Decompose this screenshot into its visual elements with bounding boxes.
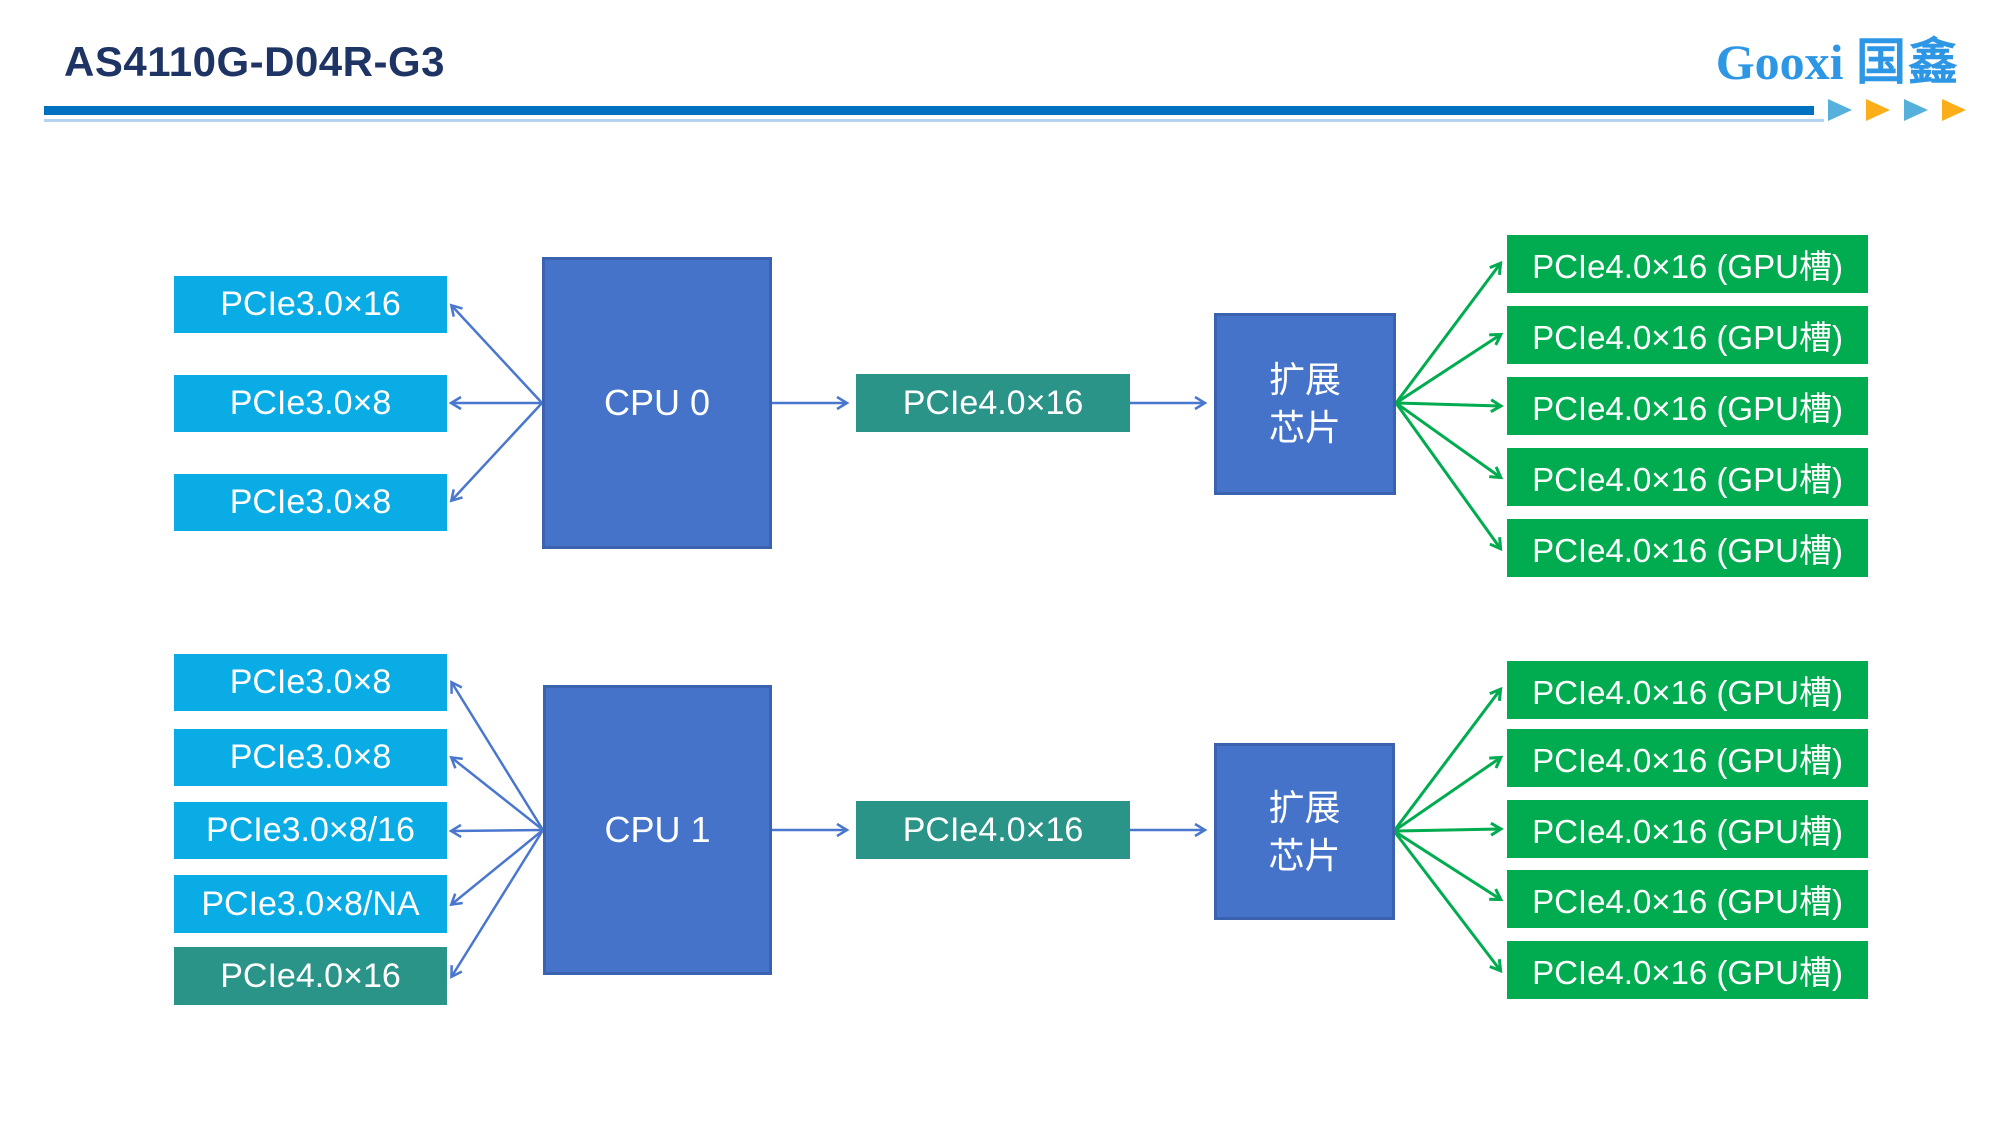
pcie-slot: PCIe4.0×16: [174, 947, 447, 1005]
pcie-slot: PCIe3.0×8/NA: [174, 875, 447, 933]
triangle-icon: [1942, 99, 1966, 121]
gpu-slot: PCIe4.0×16 (GPU槽): [1507, 941, 1868, 999]
pcie-slot: PCIe3.0×8/16: [174, 802, 447, 859]
pcie-slot: PCIe3.0×16: [174, 276, 447, 333]
expansion-chip-block: 扩展 芯片: [1214, 743, 1395, 920]
expansion-chip-line1: 扩展: [1268, 359, 1341, 401]
expansion-chip-line2: 芯片: [1268, 834, 1341, 876]
uplink-pcie4: PCIe4.0×16: [856, 801, 1130, 859]
gpu-slot: PCIe4.0×16 (GPU槽): [1507, 729, 1868, 787]
page-title: AS4110G-D04R-G3: [64, 38, 446, 85]
header-divider-bar: [44, 106, 1814, 115]
gpu-slot: PCIe4.0×16 (GPU槽): [1507, 377, 1868, 435]
gooxi-logo: Gooxi 国鑫: [1640, 22, 1960, 94]
gpu-slot: PCIe4.0×16 (GPU槽): [1507, 306, 1868, 364]
triangle-icon: [1904, 99, 1928, 121]
gpu-slot: PCIe4.0×16 (GPU槽): [1507, 235, 1868, 293]
gpu-slot: PCIe4.0×16 (GPU槽): [1507, 800, 1868, 858]
gooxi-logo-name: Gooxi: [1715, 34, 1844, 90]
gooxi-logo-cjk: 国鑫: [1856, 34, 1960, 90]
gpu-slot: PCIe4.0×16 (GPU槽): [1507, 519, 1868, 577]
pcie-slot: PCIe3.0×8: [174, 729, 447, 786]
uplink-pcie4: PCIe4.0×16: [856, 374, 1130, 432]
expansion-chip-block: 扩展 芯片: [1214, 313, 1396, 495]
pcie-slot: PCIe3.0×8: [174, 375, 447, 432]
gpu-slot: PCIe4.0×16 (GPU槽): [1507, 870, 1868, 928]
triangle-icon: [1866, 99, 1890, 121]
pcie-slot: PCIe3.0×8: [174, 474, 447, 531]
logo-arrow-row: [1828, 99, 1966, 121]
header-divider-line: [44, 119, 1824, 122]
gpu-slot: PCIe4.0×16 (GPU槽): [1507, 448, 1868, 506]
expansion-chip-line2: 芯片: [1268, 407, 1341, 448]
cpu1-block: CPU 1: [543, 685, 772, 975]
expansion-chip-line1: 扩展: [1268, 786, 1341, 828]
gpu-slot: PCIe4.0×16 (GPU槽): [1507, 661, 1868, 719]
triangle-icon: [1828, 99, 1852, 121]
pcie-slot: PCIe3.0×8: [174, 654, 447, 711]
cpu0-block: CPU 0: [542, 257, 772, 549]
